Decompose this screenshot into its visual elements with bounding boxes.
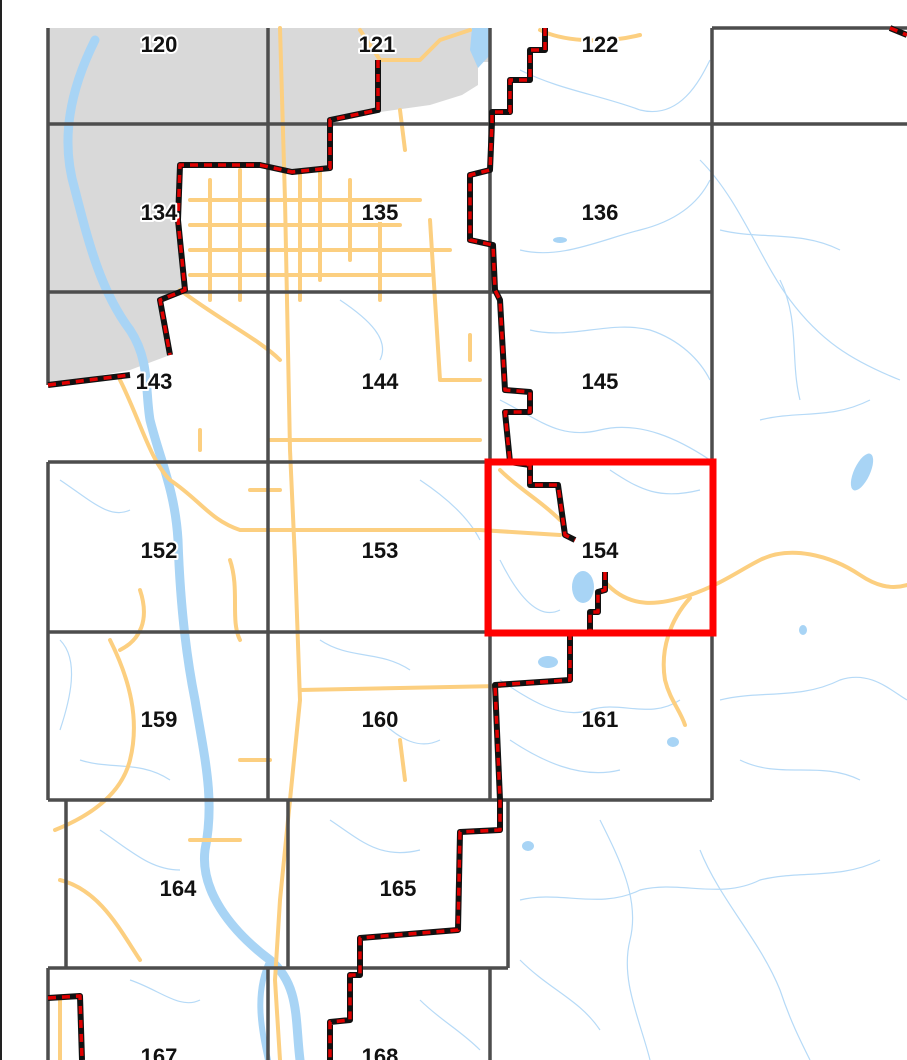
tile-label-164[interactable]: 164 bbox=[158, 874, 199, 903]
selected-tile-highlight[interactable] bbox=[484, 458, 717, 637]
tile-label-134[interactable]: 134 bbox=[139, 198, 180, 227]
pond-south bbox=[522, 841, 534, 851]
tile-label-165[interactable]: 165 bbox=[378, 874, 419, 903]
lake-154 bbox=[572, 571, 594, 603]
tile-label-154[interactable]: 154 bbox=[580, 536, 621, 565]
tile-label-145[interactable]: 145 bbox=[580, 367, 621, 396]
tile-label-161[interactable]: 161 bbox=[580, 705, 621, 734]
tile-label-143[interactable]: 143 bbox=[134, 367, 175, 396]
lake-upper bbox=[470, 28, 490, 68]
tile-label-144[interactable]: 144 bbox=[360, 367, 401, 396]
tile-label-160[interactable]: 160 bbox=[360, 705, 401, 734]
tile-label-152[interactable]: 152 bbox=[139, 536, 180, 565]
pond-161 bbox=[538, 656, 558, 668]
tile-label-168[interactable]: 168 bbox=[360, 1042, 401, 1060]
tile-label-120[interactable]: 120 bbox=[139, 30, 180, 59]
main-river bbox=[63, 35, 305, 1060]
tile-label-136[interactable]: 136 bbox=[580, 198, 621, 227]
tile-label-167[interactable]: 167 bbox=[139, 1042, 180, 1060]
map-left-border bbox=[0, 0, 2, 1060]
pond-136 bbox=[553, 237, 567, 243]
roads bbox=[53, 26, 907, 1060]
tile-label-135[interactable]: 135 bbox=[360, 198, 401, 227]
streams bbox=[59, 59, 907, 1060]
tile-labels: 120 121 122 134 135 136 143 144 145 152 … bbox=[134, 30, 621, 1060]
jurisdiction-boundary bbox=[47, 25, 907, 1060]
tile-label-159[interactable]: 159 bbox=[139, 705, 180, 734]
urban-area bbox=[48, 28, 490, 385]
pond-161b bbox=[667, 737, 679, 747]
pond-166 bbox=[799, 625, 807, 635]
pond-east bbox=[850, 453, 874, 491]
tile-label-122[interactable]: 122 bbox=[580, 30, 621, 59]
tile-label-121[interactable]: 121 bbox=[357, 30, 398, 59]
tile-label-153[interactable]: 153 bbox=[360, 536, 401, 565]
